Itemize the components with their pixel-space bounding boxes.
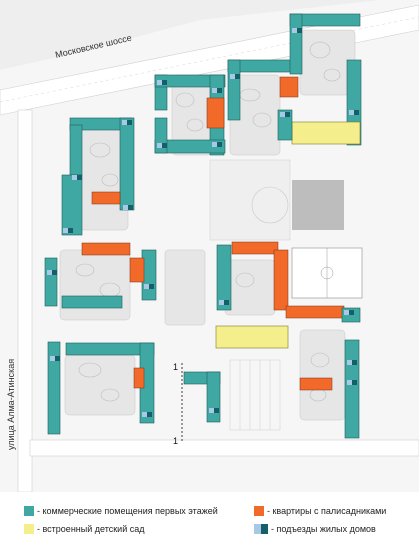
- entrances: [47, 28, 359, 417]
- legend-kindergarten: - встроенный детский сад: [24, 524, 144, 534]
- buildings: [44, 13, 362, 439]
- site-plan: 1 1 Московское шоссе улица Алма-Атинская: [0, 0, 419, 492]
- legend: - коммерческие помещения первых этажей -…: [0, 492, 419, 550]
- entrance-dark-swatch-icon: [261, 524, 268, 534]
- street-label-left: улица Алма-Атинская: [6, 359, 16, 450]
- left-street: [17, 109, 33, 492]
- central-plaza: [209, 159, 291, 241]
- legend-entrances-label: - подъезды жилых домов: [271, 524, 376, 534]
- legend-gardens: - квартиры с палисадниками: [254, 506, 386, 516]
- section-marker-top: 1: [173, 362, 178, 372]
- entrance-light-swatch-icon: [254, 524, 261, 534]
- legend-commercial-label: - коммерческие помещения первых этажей: [37, 506, 218, 516]
- kindergarten-swatch-icon: [24, 524, 34, 534]
- legend-entrances: - подъезды жилых домов: [254, 524, 376, 534]
- courtyard-blobs: [75, 41, 341, 402]
- top-green: [0, 0, 380, 70]
- lower-plaza-grid: [229, 359, 281, 431]
- sports-field-circle: [320, 266, 334, 280]
- plaza-circle: [251, 186, 289, 224]
- parking-block: [292, 180, 344, 230]
- section-marker-bottom: 1: [173, 436, 178, 446]
- gardens-swatch-icon: [254, 506, 264, 516]
- commercial-swatch-icon: [24, 506, 34, 516]
- bottom-street: [29, 439, 419, 457]
- legend-kindergarten-label: - встроенный детский сад: [37, 524, 145, 534]
- legend-commercial: - коммерческие помещения первых этажей: [24, 506, 218, 516]
- legend-gardens-label: - квартиры с палисадниками: [267, 506, 387, 516]
